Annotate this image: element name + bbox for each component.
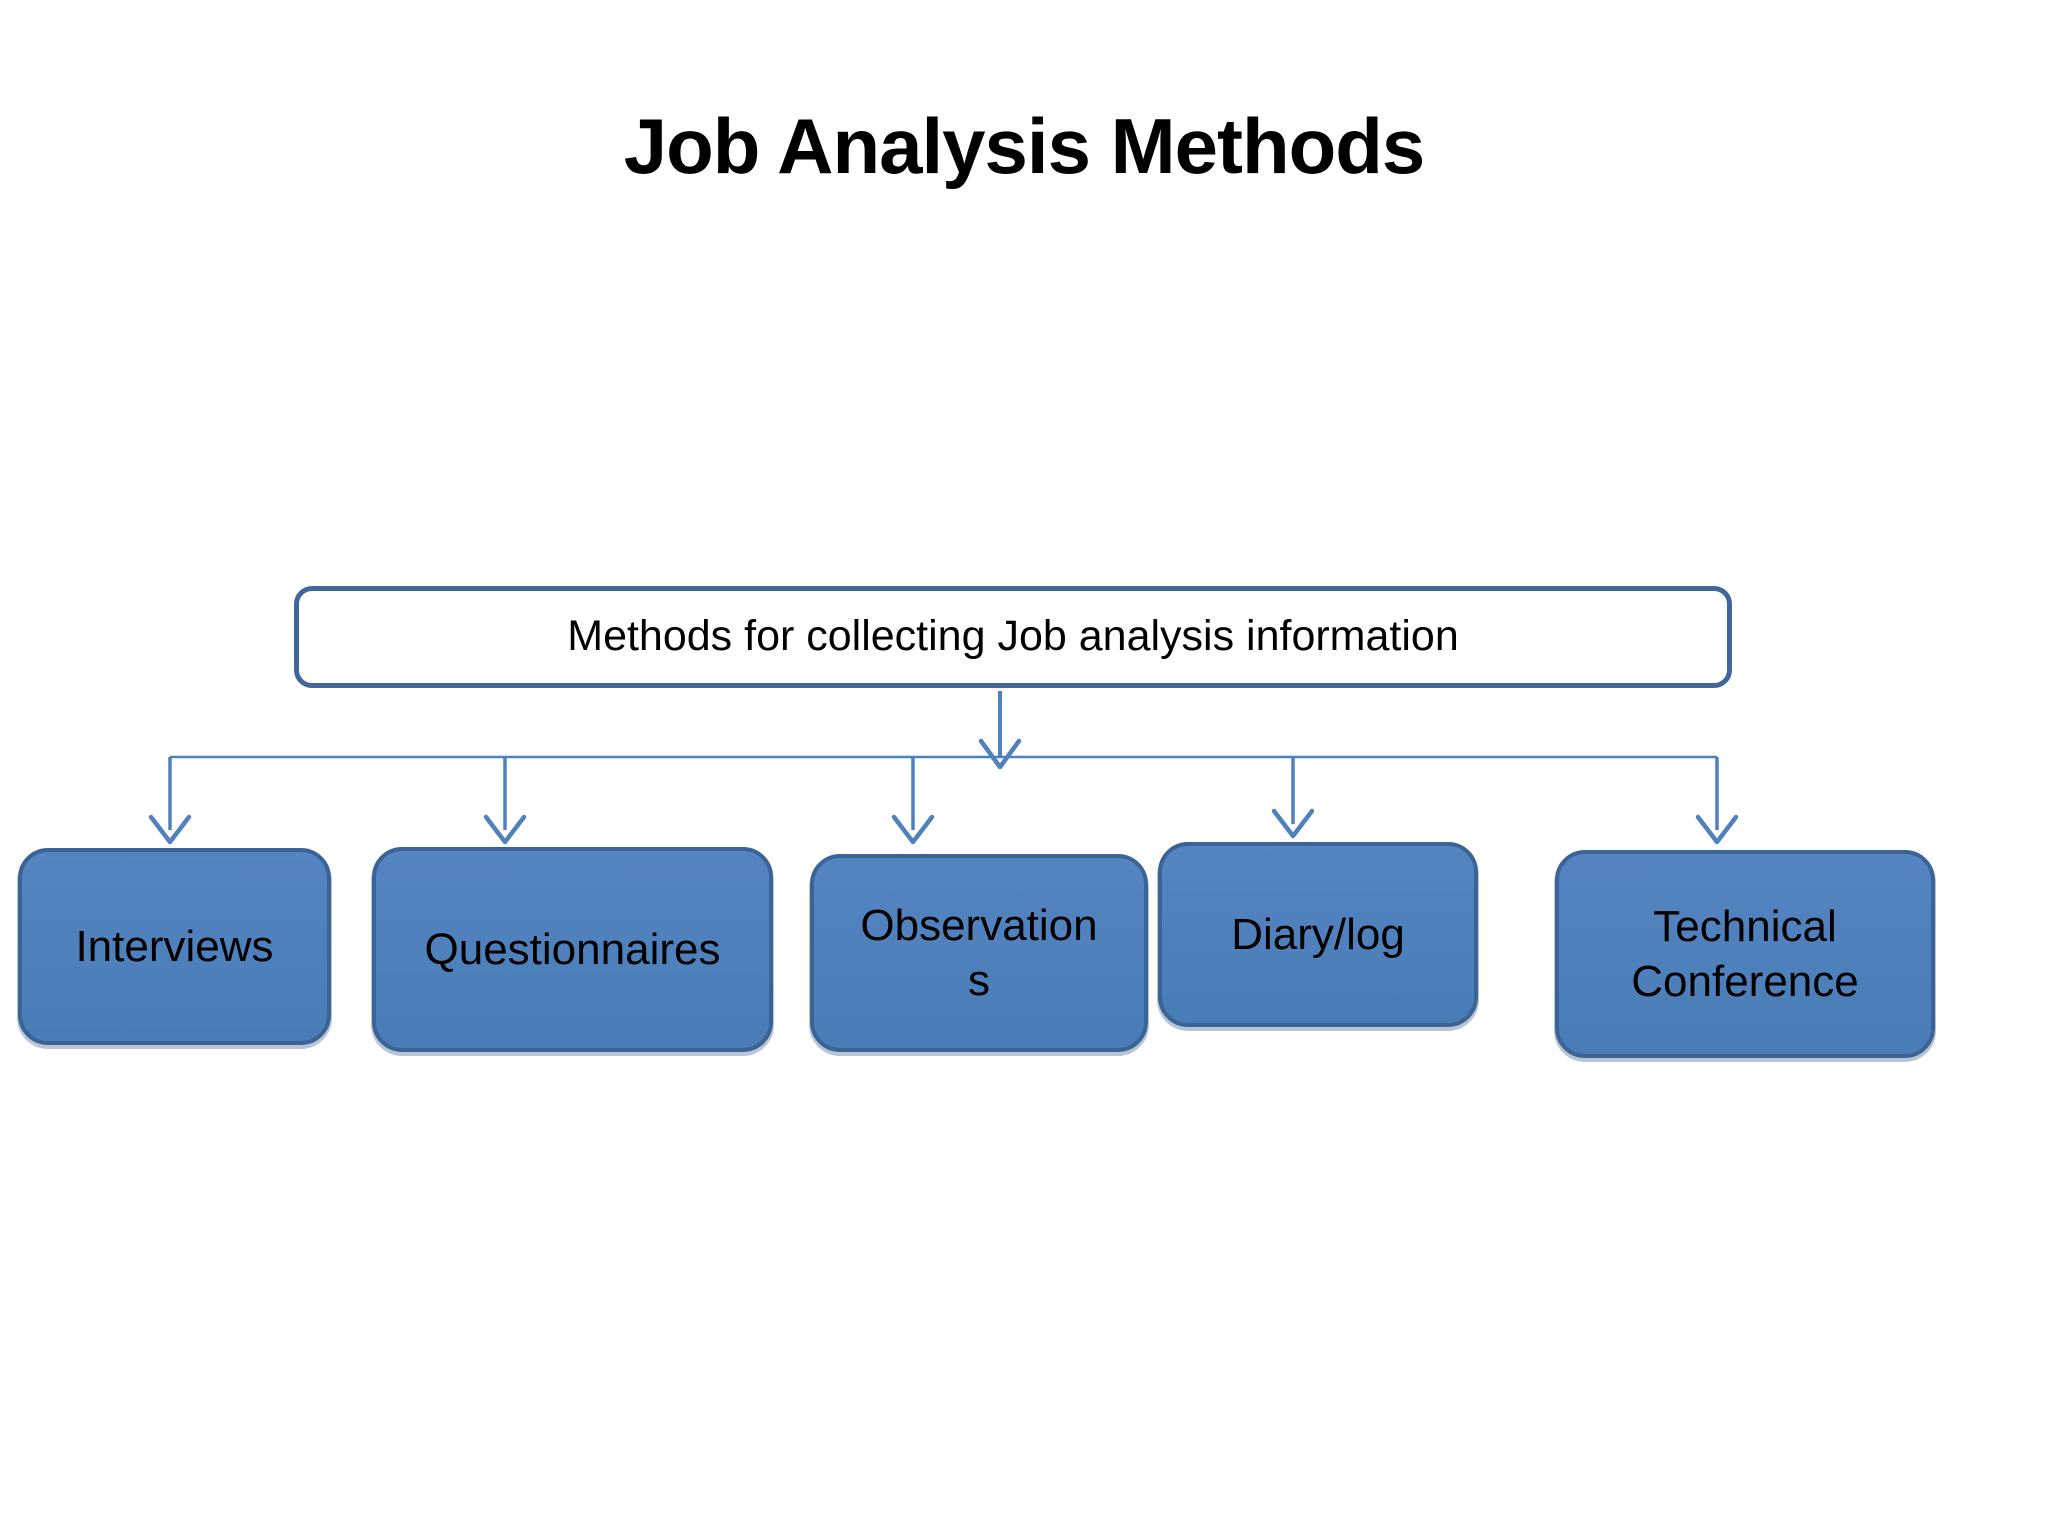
arrow-to-technical-conference [1695,757,1739,845]
slide-title: Job Analysis Methods [623,102,1426,190]
method-node-questionnaires: Questionnaires [372,847,773,1052]
method-node-interviews: Interviews [18,848,331,1045]
method-node-diary-log: Diary/log [1158,842,1478,1027]
arrow-to-questionnaires [483,757,527,845]
arrow-to-diary-log [1271,757,1315,839]
root-node-label: Methods for collecting Job analysis info… [567,612,1459,661]
method-node-label: Questionnaires [424,925,721,974]
method-node-label: Diary/log [1231,910,1405,959]
method-node-label: Technical Conference [1631,902,1859,1006]
method-node-label: Observations [860,901,1098,1005]
method-node-observations: Observations [810,854,1148,1052]
arrow-from-root [978,691,1022,770]
arrow-to-interviews [148,757,192,845]
method-node-technical-conference: Technical Conference [1555,850,1935,1058]
method-node-label: Interviews [75,922,274,971]
arrow-to-observations [891,757,935,845]
root-node: Methods for collecting Job analysis info… [294,586,1732,688]
